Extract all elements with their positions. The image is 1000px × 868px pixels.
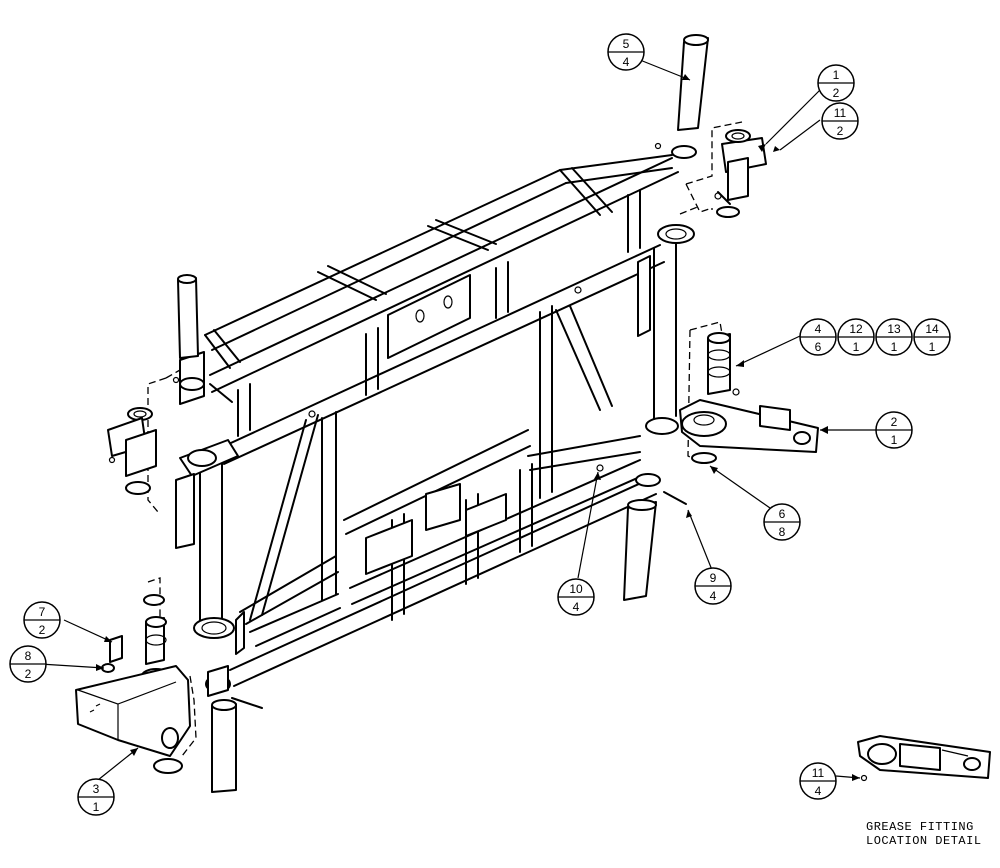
callout-11-4: 11 4 [799,762,837,800]
grease-fitting-detail-view [857,735,991,782]
detail-caption-line2: LOCATION DETAIL [866,834,982,848]
callout-bottom: 1 [891,433,898,447]
callout-bottom: 2 [25,667,32,681]
callout-top: 10 [569,582,583,596]
callout-bottom: 1 [853,340,860,354]
callout-top: 5 [623,37,630,51]
callout-2-1: 2 1 [875,411,913,449]
callout-bottom: 4 [815,784,822,798]
callout-10-4: 10 4 [557,578,595,616]
callout-bottom: 2 [837,124,844,138]
callout-bottom: 4 [573,600,580,614]
callout-top: 13 [887,322,901,336]
callout-11-2: 11 2 [821,102,859,140]
pin-tube-top-right [677,34,709,131]
callout-13-1: 13 1 [875,318,913,356]
callout-top: 14 [925,322,939,336]
callout-top: 7 [39,605,46,619]
callout-top: 4 [815,322,822,336]
callout-bottom: 4 [710,589,717,603]
callout-top: 9 [710,571,717,585]
callout-7-2: 7 2 [23,601,61,639]
callout-bottom: 2 [833,86,840,100]
callout-6-8: 6 8 [763,503,801,541]
hinge-bracket-top-right [679,121,767,218]
callout-top: 11 [834,106,847,120]
callout-bottom: 1 [93,800,100,814]
callout-bottom: 1 [891,340,898,354]
callout-top: 3 [93,782,100,796]
callout-bottom: 1 [929,340,936,354]
callout-bottom: 8 [779,525,786,539]
callout-4-6: 4 6 [799,318,837,356]
callout-top: 6 [779,507,786,521]
callout-9-4: 9 4 [694,567,732,605]
callout-5-4: 5 4 [607,33,645,71]
callout-top: 2 [891,415,898,429]
bolts [209,191,731,709]
callout-bottom: 4 [623,55,630,69]
callout-bottom: 2 [39,623,46,637]
callout-top: 11 [812,766,825,780]
callout-14-1: 14 1 [913,318,951,356]
pivot-arm-right [679,321,819,464]
callout-1-2: 1 2 [817,64,855,102]
callout-bottom: 6 [815,340,822,354]
hinge-bracket-left [107,369,181,513]
pivot-bracket-bottom-left [75,577,197,774]
callout-leaders [39,59,876,781]
callout-12-1: 12 1 [837,318,875,356]
callout-top: 12 [849,322,863,336]
pin-tube-bottom-left [205,665,237,793]
pin-tube-bottom-right [623,499,657,601]
callout-top: 1 [833,68,840,82]
detail-caption: GREASE FITTING LOCATION DETAIL [866,820,982,848]
detail-caption-line1: GREASE FITTING [866,820,974,834]
main-frame [172,142,697,687]
callout-top: 8 [25,649,32,663]
callout-8-2: 8 2 [9,645,47,683]
pin-tube-top-left [177,274,199,359]
callout-3-1: 3 1 [77,778,115,816]
